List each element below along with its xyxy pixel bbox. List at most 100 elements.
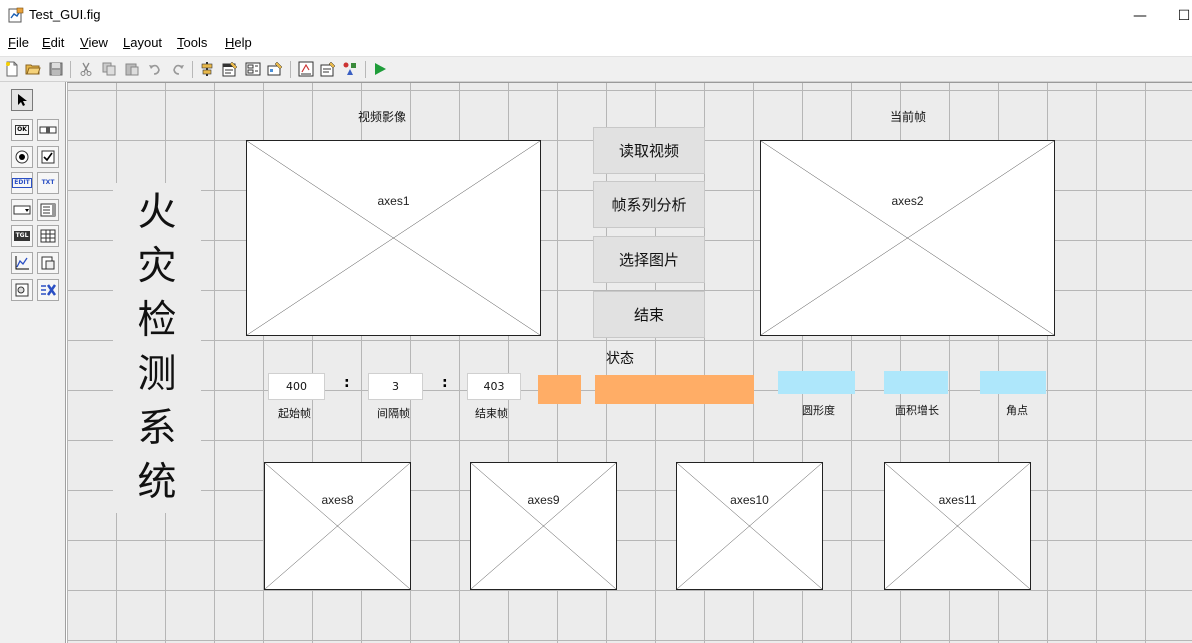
status-text-field[interactable] [595, 375, 754, 404]
current-frame-label[interactable]: 当前帧 [890, 110, 927, 124]
axes2[interactable]: axes2 [760, 140, 1055, 336]
toggle-button-tool[interactable]: TGL [11, 225, 33, 247]
align-icon[interactable] [199, 61, 215, 77]
end-button[interactable]: 结束 [593, 291, 705, 338]
interval-frame-input[interactable]: 3 [368, 373, 423, 400]
copy-icon[interactable] [101, 61, 117, 77]
minimize-button[interactable]: — [1133, 8, 1147, 24]
tab-order-icon[interactable] [245, 61, 261, 77]
menu-layout-key: L [123, 35, 131, 50]
figure-file-icon [8, 7, 24, 23]
menu-view-key: V [80, 35, 89, 50]
status-label[interactable]: 状态 [606, 351, 634, 367]
menu-file-key: F [8, 35, 16, 50]
corner-points-field[interactable] [980, 371, 1046, 394]
run-icon[interactable] [372, 61, 388, 77]
property-inspector-icon[interactable] [320, 61, 336, 77]
arrow-pointer-icon [18, 94, 27, 106]
menu-editor-icon[interactable] [222, 61, 238, 77]
menu-tools-rest: ools [183, 35, 208, 50]
open-folder-icon[interactable] [25, 61, 41, 77]
axes-placeholder-cross [471, 463, 616, 589]
slider-tool[interactable] [37, 119, 59, 141]
paste-icon[interactable] [124, 61, 140, 77]
axes-tag: axes10 [730, 493, 769, 507]
menu-tools-key: T [177, 35, 184, 50]
colon-separator: : [442, 375, 448, 391]
push-button-tag: OK [15, 125, 29, 135]
axes11[interactable]: axes11 [884, 462, 1031, 590]
circularity-label[interactable]: 圆形度 [802, 404, 835, 417]
button-group-tool[interactable] [11, 279, 33, 301]
checkbox-tool[interactable] [37, 146, 59, 168]
object-browser-icon[interactable] [342, 61, 358, 77]
mfile-editor-icon[interactable] [298, 61, 314, 77]
system-title-char: 统 [137, 460, 177, 505]
push-button-tool[interactable]: OK [11, 119, 33, 141]
undo-icon[interactable] [147, 61, 163, 77]
axes-tag: axes11 [938, 493, 977, 507]
circularity-field[interactable] [778, 371, 855, 394]
button-group-icon [15, 283, 29, 297]
menu-help[interactable]: Help [225, 35, 252, 50]
new-file-icon[interactable] [4, 61, 20, 77]
table-tool[interactable] [37, 225, 59, 247]
end-frame-label[interactable]: 结束帧 [475, 407, 508, 420]
system-title: 火 灾 检 测 系 统 [113, 183, 201, 513]
frame-analysis-button[interactable]: 帧系列分析 [593, 181, 705, 228]
edit-text-tool[interactable]: EDIT [11, 172, 33, 194]
menu-view[interactable]: View [80, 35, 108, 50]
end-frame-input[interactable]: 403 [467, 373, 521, 400]
menu-help-rest: elp [234, 35, 252, 50]
toolbar [0, 56, 1192, 82]
system-title-char: 测 [137, 352, 177, 397]
window-title: Test_GUI.fig [29, 7, 101, 22]
system-title-char: 灾 [137, 244, 177, 289]
status-indicator[interactable] [538, 375, 581, 404]
activex-tool[interactable] [37, 279, 59, 301]
corner-points-label[interactable]: 角点 [1006, 404, 1028, 417]
axes8[interactable]: axes8 [264, 462, 411, 590]
interval-frame-label[interactable]: 间隔帧 [377, 407, 410, 420]
system-title-char: 火 [137, 190, 177, 235]
listbox-tool[interactable] [37, 199, 59, 221]
system-title-char: 检 [137, 298, 177, 343]
radio-button-icon [15, 150, 29, 164]
axes1[interactable]: axes1 [246, 140, 541, 336]
menu-layout[interactable]: Layout [123, 35, 162, 50]
menu-file-rest: ile [15, 35, 29, 50]
start-frame-input[interactable]: 400 [268, 373, 325, 400]
select-tool[interactable] [11, 89, 33, 111]
axes-placeholder-cross [677, 463, 822, 589]
axes-icon [15, 256, 29, 270]
start-frame-label[interactable]: 起始帧 [278, 407, 311, 420]
toggle-button-tag: TGL [13, 231, 31, 241]
static-text-tool[interactable]: TXT [37, 172, 59, 194]
menu-file[interactable]: File [8, 35, 29, 50]
axes10[interactable]: axes10 [676, 462, 823, 590]
maximize-button[interactable]: ☐ [1177, 8, 1191, 24]
video-label[interactable]: 视频影像 [358, 110, 407, 124]
read-video-button[interactable]: 读取视频 [593, 127, 705, 174]
area-growth-label[interactable]: 面积增长 [895, 404, 939, 417]
cut-icon[interactable] [78, 61, 94, 77]
menu-view-rest: iew [88, 35, 108, 50]
edit-text-tag: EDIT [12, 178, 32, 188]
axes9[interactable]: axes9 [470, 462, 617, 590]
axes-tool[interactable] [11, 252, 33, 274]
component-palette: OK EDIT TXT TGL [0, 82, 66, 643]
menu-tools[interactable]: Tools [177, 35, 207, 50]
menu-edit[interactable]: Edit [42, 35, 64, 50]
radio-button-tool[interactable] [11, 146, 33, 168]
axes-placeholder-cross [247, 141, 540, 335]
axes-tag: axes2 [891, 194, 924, 208]
save-icon[interactable] [48, 61, 64, 77]
toolbar-editor-icon[interactable] [267, 61, 283, 77]
panel-tool[interactable] [37, 252, 59, 274]
select-image-button[interactable]: 选择图片 [593, 236, 705, 283]
area-growth-field[interactable] [884, 371, 948, 394]
axes-tag: axes1 [377, 194, 410, 208]
popup-menu-tool[interactable] [11, 199, 33, 221]
redo-icon[interactable] [170, 61, 186, 77]
activex-icon [41, 284, 57, 296]
